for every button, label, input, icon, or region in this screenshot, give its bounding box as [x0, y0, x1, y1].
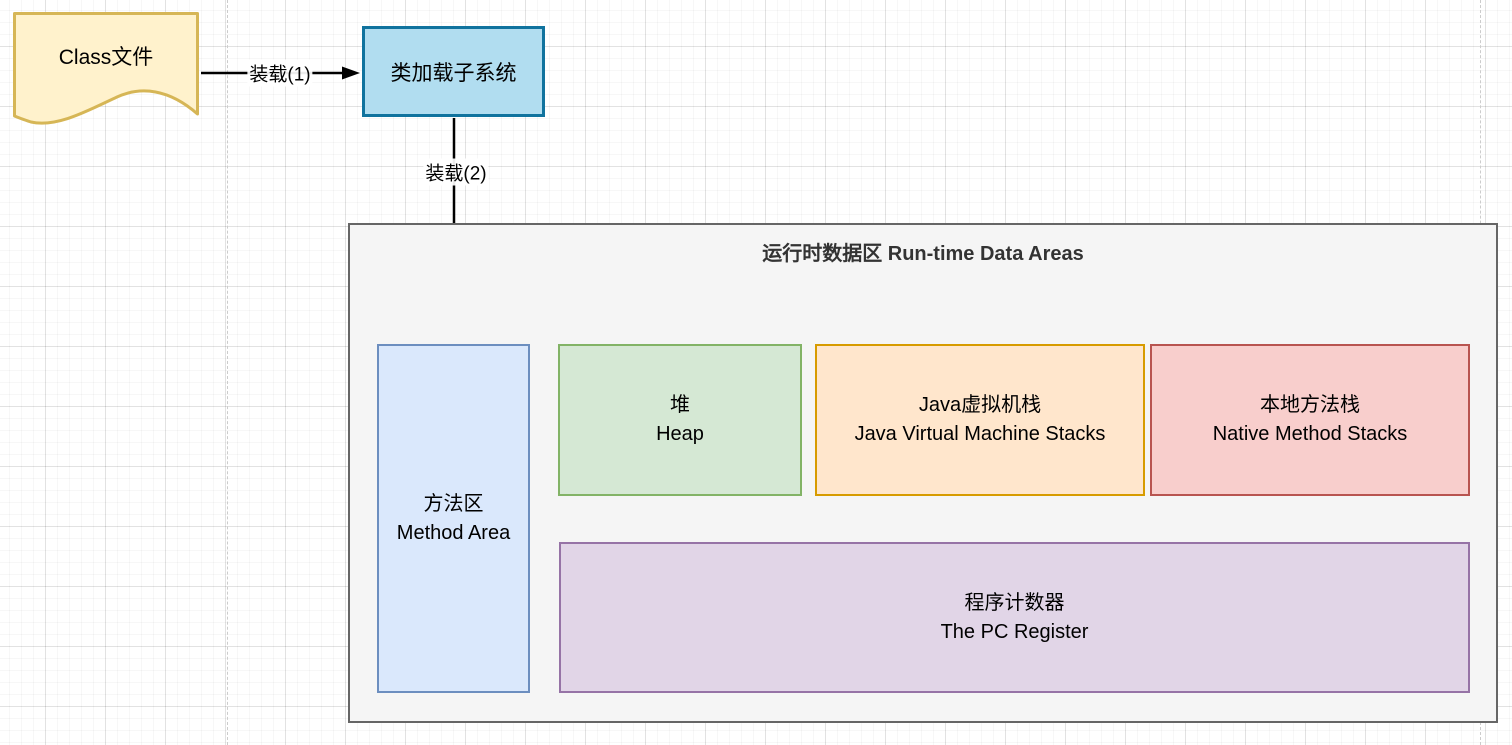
heap-label-zh: 堆	[670, 394, 690, 416]
pc-register-label-en: The PC Register	[940, 620, 1089, 643]
method-area-node: 方法区 Method Area	[377, 344, 530, 693]
method-area-label-en: Method Area	[396, 521, 511, 544]
runtime-data-areas-title: 运行时数据区 Run-time Data Areas	[762, 243, 1084, 265]
heap-node: 堆 Heap	[558, 344, 802, 496]
native-method-stacks-label-zh: 本地方法栈	[1260, 394, 1360, 416]
pc-register-node: 程序计数器 The PC Register	[559, 542, 1470, 693]
load-1-edge-label: 装载(1)	[247, 59, 313, 87]
method-area-label-zh: 方法区	[423, 492, 484, 515]
class-loader-node: 类加载子系统	[362, 26, 545, 117]
class-loader-label: 类加载子系统	[390, 61, 517, 85]
heap-label-en: Heap	[656, 423, 704, 445]
jvm-stacks-node: Java虚拟机栈 Java Virtual Machine Stacks	[815, 344, 1145, 496]
class-file-label: Class文件	[58, 46, 154, 69]
load-2-edge-label: 装载(2)	[423, 158, 489, 186]
jvm-stacks-label-en: Java Virtual Machine Stacks	[854, 423, 1106, 445]
pc-register-label-zh: 程序计数器	[964, 591, 1065, 614]
jvm-stacks-label-zh: Java虚拟机栈	[918, 394, 1042, 416]
page-boundary-line-left	[227, 0, 228, 745]
document-shape	[13, 12, 199, 125]
native-method-stacks-node: 本地方法栈 Native Method Stacks	[1150, 344, 1470, 496]
native-method-stacks-label-en: Native Method Stacks	[1212, 423, 1408, 445]
